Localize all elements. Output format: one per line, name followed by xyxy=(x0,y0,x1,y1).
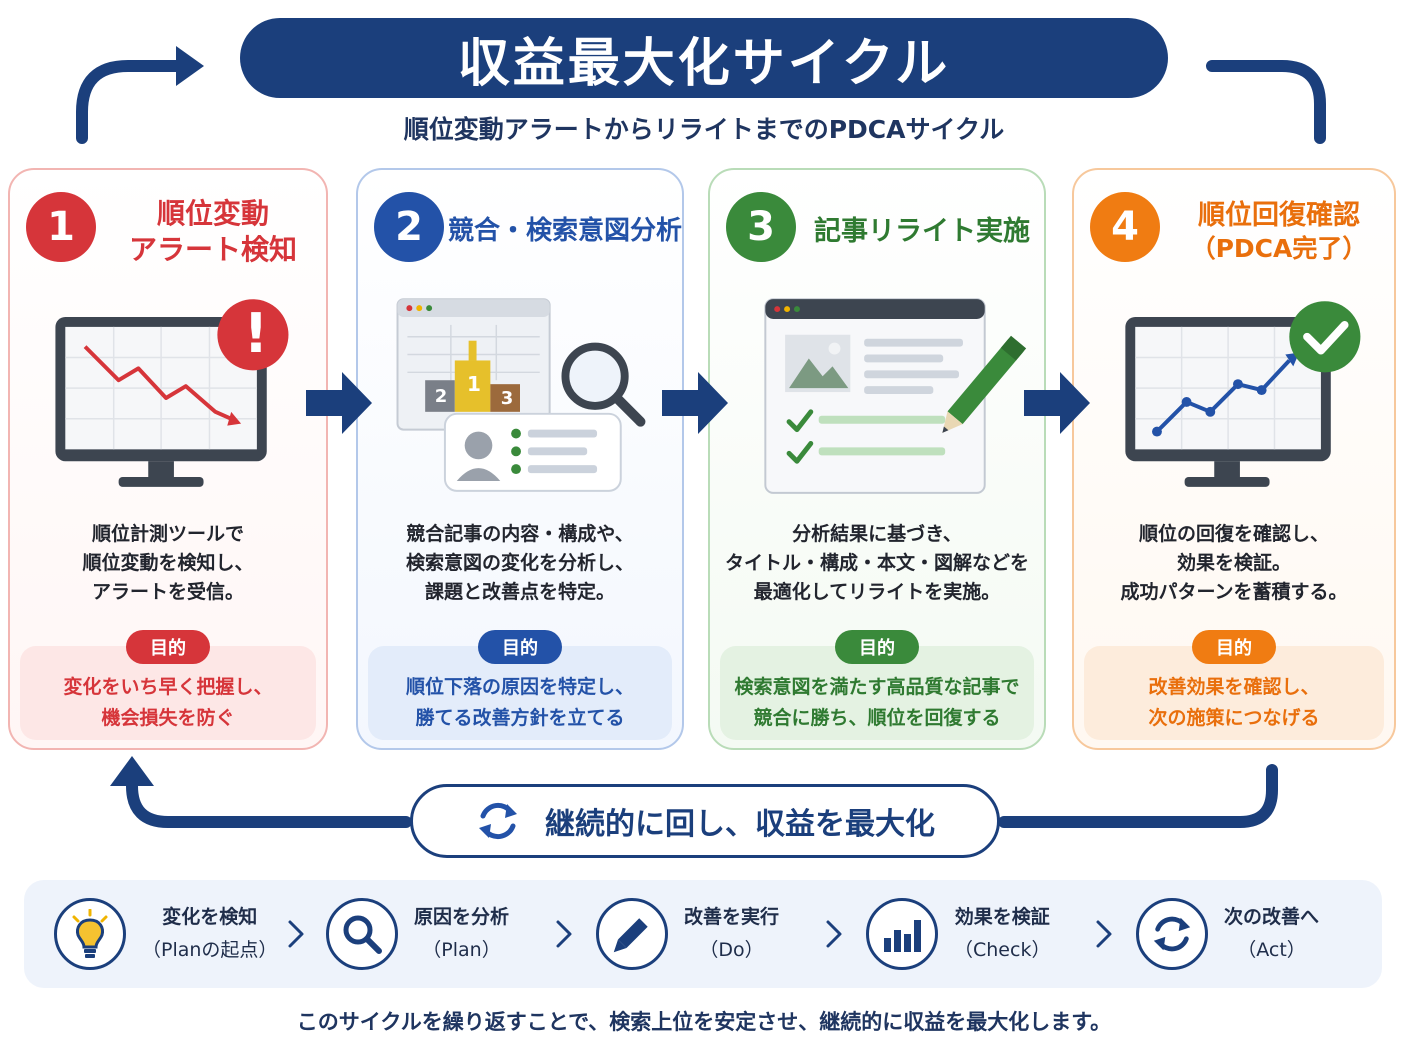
monitor-growth-illustration xyxy=(1074,288,1394,508)
bar-chart-icon xyxy=(884,920,921,952)
step-sublabel: （Check） xyxy=(954,939,1051,961)
step-number: 4 xyxy=(1090,192,1160,262)
flow-arrow-icon xyxy=(1024,372,1090,434)
pencil-icon xyxy=(613,918,648,953)
step-sublabel: （Plan） xyxy=(422,939,501,961)
card-title-line: 順位回復確認 xyxy=(1198,200,1360,232)
step-label: 改善を実行 xyxy=(684,906,780,928)
chevron-right-icon xyxy=(288,920,304,948)
card-title: 記事リライト実施 xyxy=(806,192,1038,272)
document-edit-illustration xyxy=(710,288,1044,508)
purpose-box: 改善効果を確認し、 次の施策につなげる xyxy=(1084,646,1384,740)
page-subtitle: 順位変動アラートからリライトまでのPDCAサイクル xyxy=(403,115,1005,144)
purpose-box: 順位下落の原因を特定し、 勝てる改善方針を立てる xyxy=(368,646,672,740)
purpose-box: 変化をいち早く把握し、 機会損失を防ぐ xyxy=(20,646,316,740)
card-title-line: 記事リライト実施 xyxy=(814,216,1030,248)
card-ranking-recovery: 4 順位回復確認 （PDCA完了） 順位の回復を確認し、 効果を検証 xyxy=(1072,168,1396,750)
podium-rank-3: 3 xyxy=(500,388,514,409)
chevron-right-icon xyxy=(826,920,842,948)
card-title-line: 順位変動 xyxy=(156,196,269,230)
card-alert-detection: 1 順位変動 アラート検知 ! 順位計測ツールで 順位変動を検知し、 アラートを… xyxy=(8,168,328,750)
check-circle-icon xyxy=(1292,300,1364,372)
card-title-line: 競合・検索意図分析 xyxy=(448,216,683,247)
chevron-right-icon xyxy=(556,920,572,948)
purpose-badge: 目的 xyxy=(835,630,919,664)
purpose-badge: 目的 xyxy=(478,630,562,664)
step-check: 効果を検証 （Check） xyxy=(866,880,1050,988)
card-title-line: アラート検知 xyxy=(128,233,297,266)
pencil-icon xyxy=(950,328,1020,428)
card-description: 分析結果に基づき、 タイトル・構成・本文・図解などを 最適化してリライトを実施。 xyxy=(724,523,1029,603)
step-number: 2 xyxy=(374,192,444,262)
step-act: 次の改善へ （Act） xyxy=(1136,880,1319,988)
refresh-icon xyxy=(479,802,517,840)
card-title: 順位変動 アラート検知 xyxy=(106,192,320,272)
alert-exclamation-icon: ! xyxy=(243,302,269,365)
loop-label: 継続的に回し、収益を最大化 xyxy=(545,807,935,842)
purpose-badge: 目的 xyxy=(1192,630,1276,664)
chevron-right-icon xyxy=(1096,920,1112,948)
step-number: 1 xyxy=(26,192,96,262)
card-description: 順位計測ツールで 順位変動を検知し、 アラートを受信。 xyxy=(82,523,254,603)
title-banner: 収益最大化サイクル xyxy=(240,18,1168,98)
flow-arrow-icon xyxy=(306,372,372,434)
step-execute: 改善を実行 （Do） xyxy=(596,880,779,988)
card-title-line: （PDCA完了） xyxy=(1190,234,1368,264)
step-sublabel: （Act） xyxy=(1237,939,1306,961)
card-title: 順位回復確認 （PDCA完了） xyxy=(1170,192,1388,272)
step-label: 変化を検知 xyxy=(162,906,258,928)
purpose-badge: 目的 xyxy=(126,630,210,664)
flow-arrow-icon xyxy=(662,372,728,434)
magnifier-icon xyxy=(566,344,630,408)
card-description: 競合記事の内容・構成や、 検索意図の変化を分析し、 課題と改善点を特定。 xyxy=(405,523,634,603)
step-label: 効果を検証 xyxy=(954,906,1050,928)
continuous-loop-banner: 継続的に回し、収益を最大化 xyxy=(410,784,1000,858)
step-sublabel: （Planの起点） xyxy=(142,939,278,961)
pdca-steps-bar: 変化を検知 （Planの起点） 原因を分析 （Plan） xyxy=(24,880,1382,988)
podium-rank-1: 1 xyxy=(467,372,481,396)
step-sublabel: （Do） xyxy=(699,939,764,961)
analysis-illustration: 1 2 3 xyxy=(358,288,682,508)
footer-message: このサイクルを繰り返すことで、検索上位を安定させ、継続的に収益を最大化します。 xyxy=(296,1010,1112,1034)
podium-rank-2: 2 xyxy=(434,386,448,407)
card-article-rewrite: 3 記事リライト実施 分析結 xyxy=(708,168,1046,750)
step-label: 原因を分析 xyxy=(414,906,510,928)
page-title: 収益最大化サイクル xyxy=(457,33,951,94)
card-title: 競合・検索意図分析 xyxy=(448,192,682,272)
search-icon xyxy=(343,915,382,954)
refresh-icon xyxy=(1153,916,1191,952)
step-number: 3 xyxy=(726,192,796,262)
card-description: 順位の回復を確認し、 効果を検証。 成功パターンを蓄積する。 xyxy=(1120,523,1348,603)
step-analyze: 原因を分析 （Plan） xyxy=(326,880,509,988)
monitor-decline-illustration: ! xyxy=(10,288,326,508)
step-label: 次の改善へ xyxy=(1224,906,1320,928)
step-detect: 変化を検知 （Planの起点） xyxy=(54,880,277,988)
lightbulb-icon xyxy=(72,909,108,958)
card-competitor-analysis: 2 競合・検索意図分析 1 2 3 xyxy=(356,168,684,750)
